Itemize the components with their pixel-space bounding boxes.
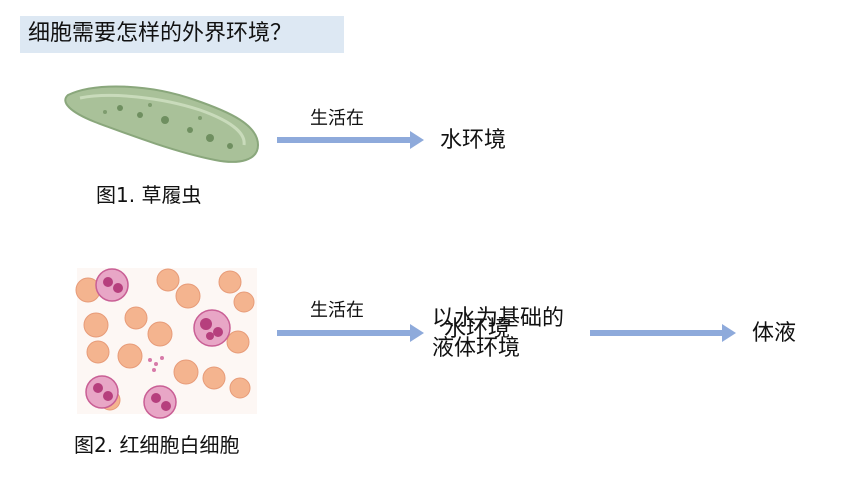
arrow-row2 (277, 324, 424, 342)
row1-arrow-label: 生活在 (310, 108, 364, 129)
row2-result-line2: 液体环境 (432, 336, 521, 361)
arrow-row1 (277, 131, 424, 149)
page-title: 细胞需要怎样的外界环境？ (28, 21, 293, 46)
row1-result: 水环境 (440, 128, 507, 153)
row2-result-line1: 以水为基础的 (432, 306, 565, 331)
row2-overlapped-text: 水环境 (444, 317, 511, 342)
row2-arrow-label: 生活在 (310, 300, 364, 321)
row1-caption: 图1. 草履虫 (96, 183, 202, 207)
paramecium-image (64, 85, 260, 163)
blood-cells-image (75, 268, 257, 419)
arrow-row2-final (590, 324, 736, 342)
row2-caption: 图2. 红细胞白细胞 (74, 433, 240, 457)
title-background (20, 16, 344, 53)
row2-final-result: 体液 (752, 321, 797, 346)
